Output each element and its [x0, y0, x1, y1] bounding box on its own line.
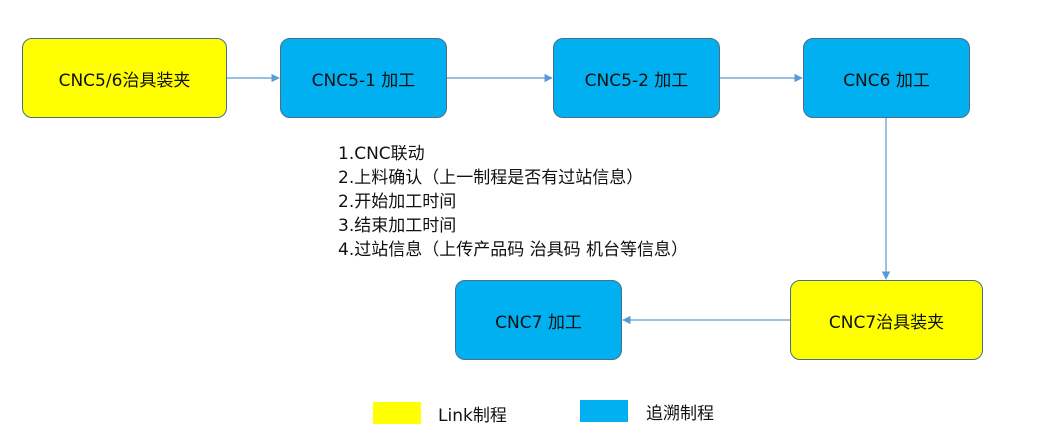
legend-label-trace: 追溯制程	[646, 404, 714, 424]
legend-label-link: Link制程	[438, 406, 507, 426]
node-label: CNC7治具装夹	[828, 312, 945, 333]
legend-swatch-link	[373, 402, 421, 424]
node-cnc6-machining: CNC6 加工	[803, 38, 970, 118]
node-cnc5-2-machining: CNC5-2 加工	[553, 38, 720, 118]
node-label: CNC5-1 加工	[311, 70, 416, 91]
note-line: 1.CNC联动	[338, 144, 425, 164]
note-line: 3.结束加工时间	[338, 216, 457, 236]
note-line: 2.上料确认（上一制程是否有过站信息）	[338, 168, 644, 188]
node-label: CNC6 加工	[843, 70, 930, 91]
node-cnc56-fixture-clamping: CNC5/6治具装夹	[22, 38, 227, 118]
note-line: 2.开始加工时间	[338, 192, 457, 212]
process-notes: 1.CNC联动 2.上料确认（上一制程是否有过站信息） 2.开始加工时间 3.结…	[338, 142, 688, 262]
node-cnc5-1-machining: CNC5-1 加工	[280, 38, 447, 118]
node-cnc7-fixture-clamping: CNC7治具装夹	[790, 280, 983, 360]
node-label: CNC5/6治具装夹	[58, 70, 191, 91]
legend-swatch-trace	[580, 400, 628, 422]
note-line: 4.过站信息（上传产品码 治具码 机台等信息）	[338, 240, 689, 260]
node-label: CNC5-2 加工	[584, 70, 689, 91]
node-label: CNC7 加工	[495, 312, 582, 333]
node-cnc7-machining: CNC7 加工	[455, 280, 622, 360]
